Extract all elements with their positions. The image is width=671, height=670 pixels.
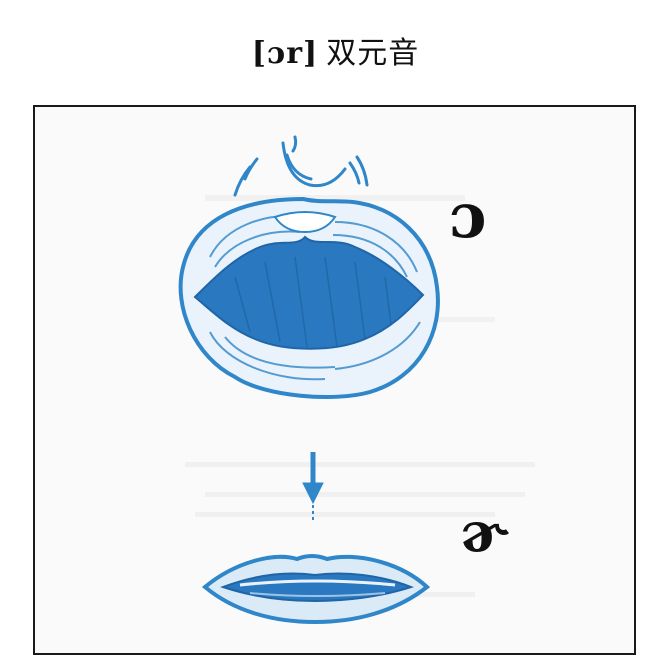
- illustration-frame: ɔ ɚ: [33, 105, 636, 655]
- mouth-diagram: [178, 135, 535, 625]
- title-chinese: 双元音: [326, 36, 420, 71]
- closed-lips-drawing: [201, 554, 431, 625]
- nose-drawing: [233, 135, 369, 197]
- page-title: [ɔr]双元音: [0, 28, 671, 72]
- end-vowel-symbol: ɚ: [460, 500, 509, 564]
- title-ipa: [ɔr]: [251, 36, 319, 71]
- start-vowel-symbol: ɔ: [449, 179, 487, 252]
- arrow-down: [302, 452, 324, 522]
- open-mouth-drawing: [178, 196, 440, 399]
